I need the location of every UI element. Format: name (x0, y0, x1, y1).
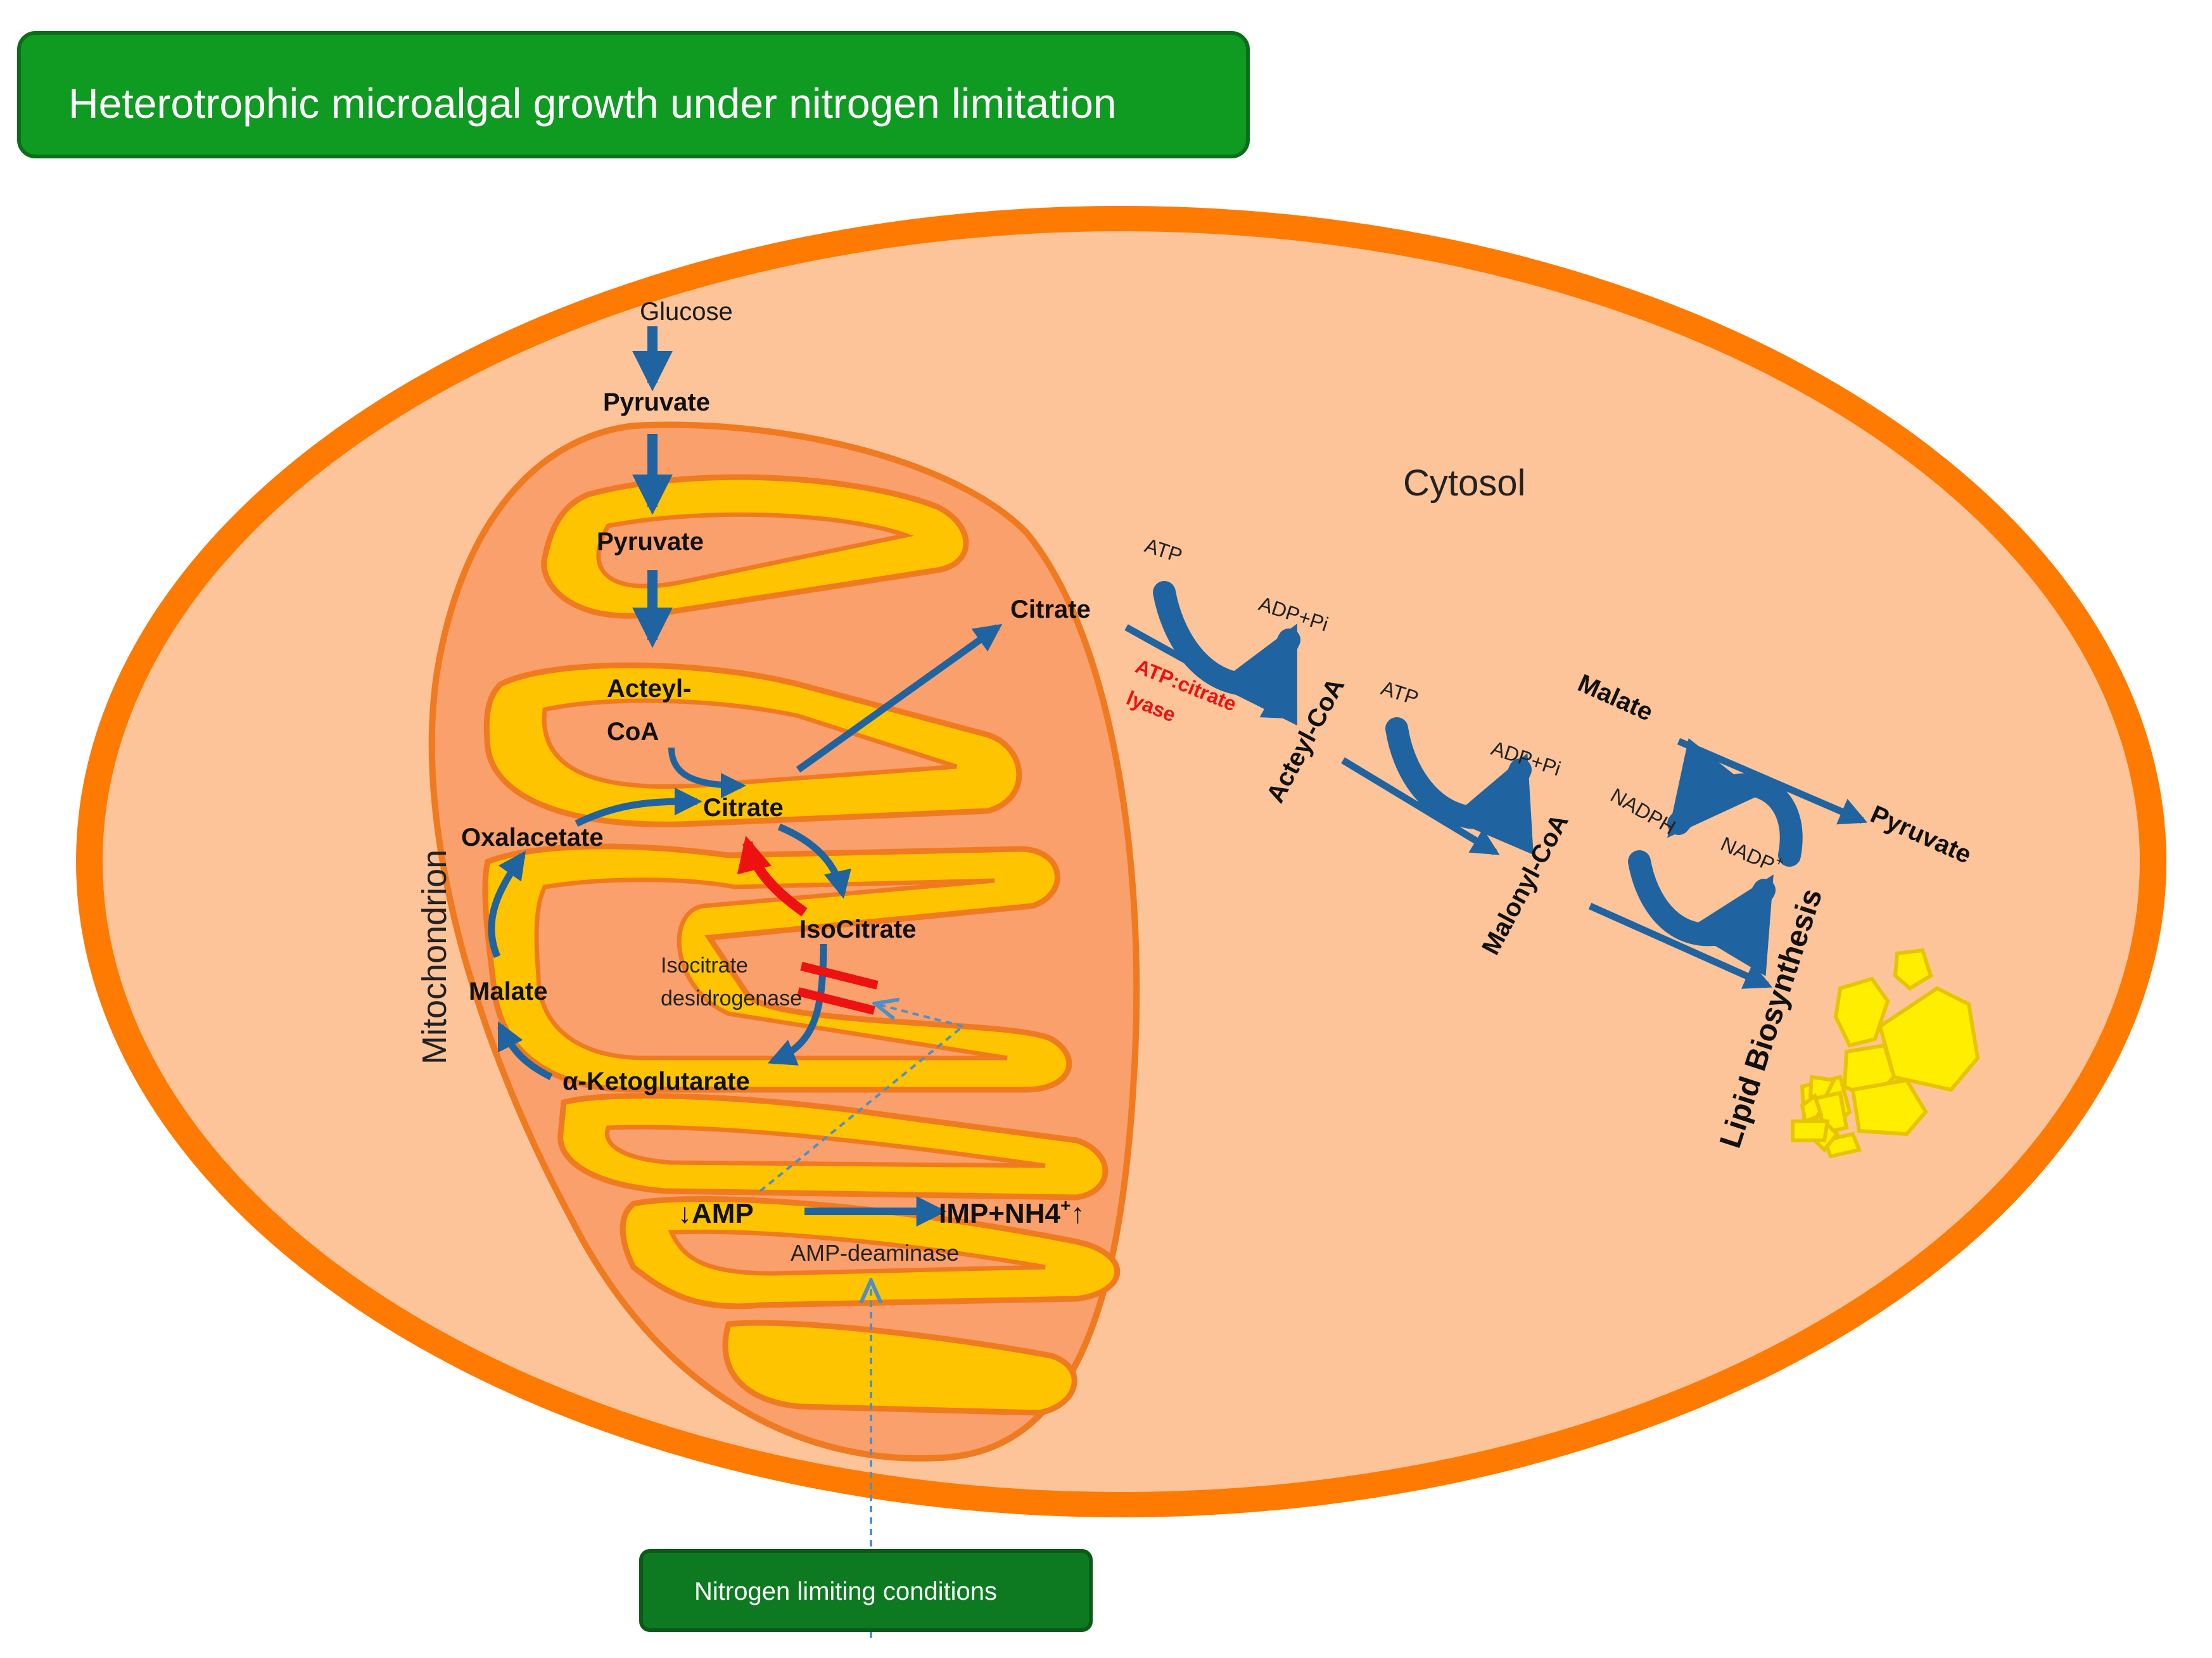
cofactor-arrows (1153, 581, 1803, 976)
label-idh-1: Isocitrate (661, 953, 748, 978)
curve-atp1 (1153, 581, 1300, 726)
label-isocitrate: IsoCitrate (799, 915, 917, 943)
mito-text: Glucose Pyruvate Pyruvate Acteyl- CoA Ci… (461, 298, 1084, 1266)
label-ketoglutarate: α-Ketoglutarate (563, 1068, 750, 1095)
arrow-malate-oxal (488, 850, 526, 959)
label-idh-2: desidrogenase (661, 986, 802, 1011)
label-citrate-cyto: Citrate (1010, 596, 1091, 623)
label-malate-mito: Malate (469, 978, 548, 1005)
label-glucose: Glucose (640, 298, 733, 326)
label-pyruvate-outer: Pyruvate (603, 388, 710, 416)
nitrogen-label: Nitrogen limiting conditions (694, 1578, 997, 1605)
title-box: Heterotrophic microalgal growth under ni… (17, 31, 1250, 158)
curve-atp2 (1385, 717, 1534, 855)
mitochondrion-label: Mitochondrion (416, 850, 454, 1064)
label-oxalacetate: Oxalacetate (461, 824, 604, 851)
arrow-keto-malate (497, 1021, 553, 1080)
label-amp: ↓AMP (678, 1198, 754, 1229)
label-citrate-mito: Citrate (703, 794, 784, 822)
label-pyruvate-inner: Pyruvate (597, 528, 704, 556)
nitrogen-box: Nitrogen limiting conditions (639, 1549, 1093, 1632)
arrow-citrate-isocitrate (777, 823, 851, 899)
arrow-oxal-citrate (575, 788, 702, 827)
label-acetyl-1: Acteyl- (607, 675, 691, 703)
red-reverse-arrow (737, 836, 808, 917)
label-amp-deaminase: AMP-deaminase (791, 1240, 959, 1266)
lipid-droplets (1791, 948, 1980, 1159)
arrow-acetyl-citrate (668, 747, 746, 798)
matrix-folds (534, 512, 1046, 1276)
cytosol-label: Cytosol (1403, 462, 1525, 504)
curve-nadph (1628, 850, 1776, 976)
arrow-citrate-out (796, 623, 1003, 773)
label-imp: IMP+NH4+↑ (939, 1196, 1084, 1229)
label-acetyl-2: CoA (607, 718, 659, 746)
curve-malate-nadp (1667, 738, 1803, 867)
idh-inhibition-mark (797, 962, 879, 1015)
diagram-title: Heterotrophic microalgal growth under ni… (68, 80, 1116, 127)
